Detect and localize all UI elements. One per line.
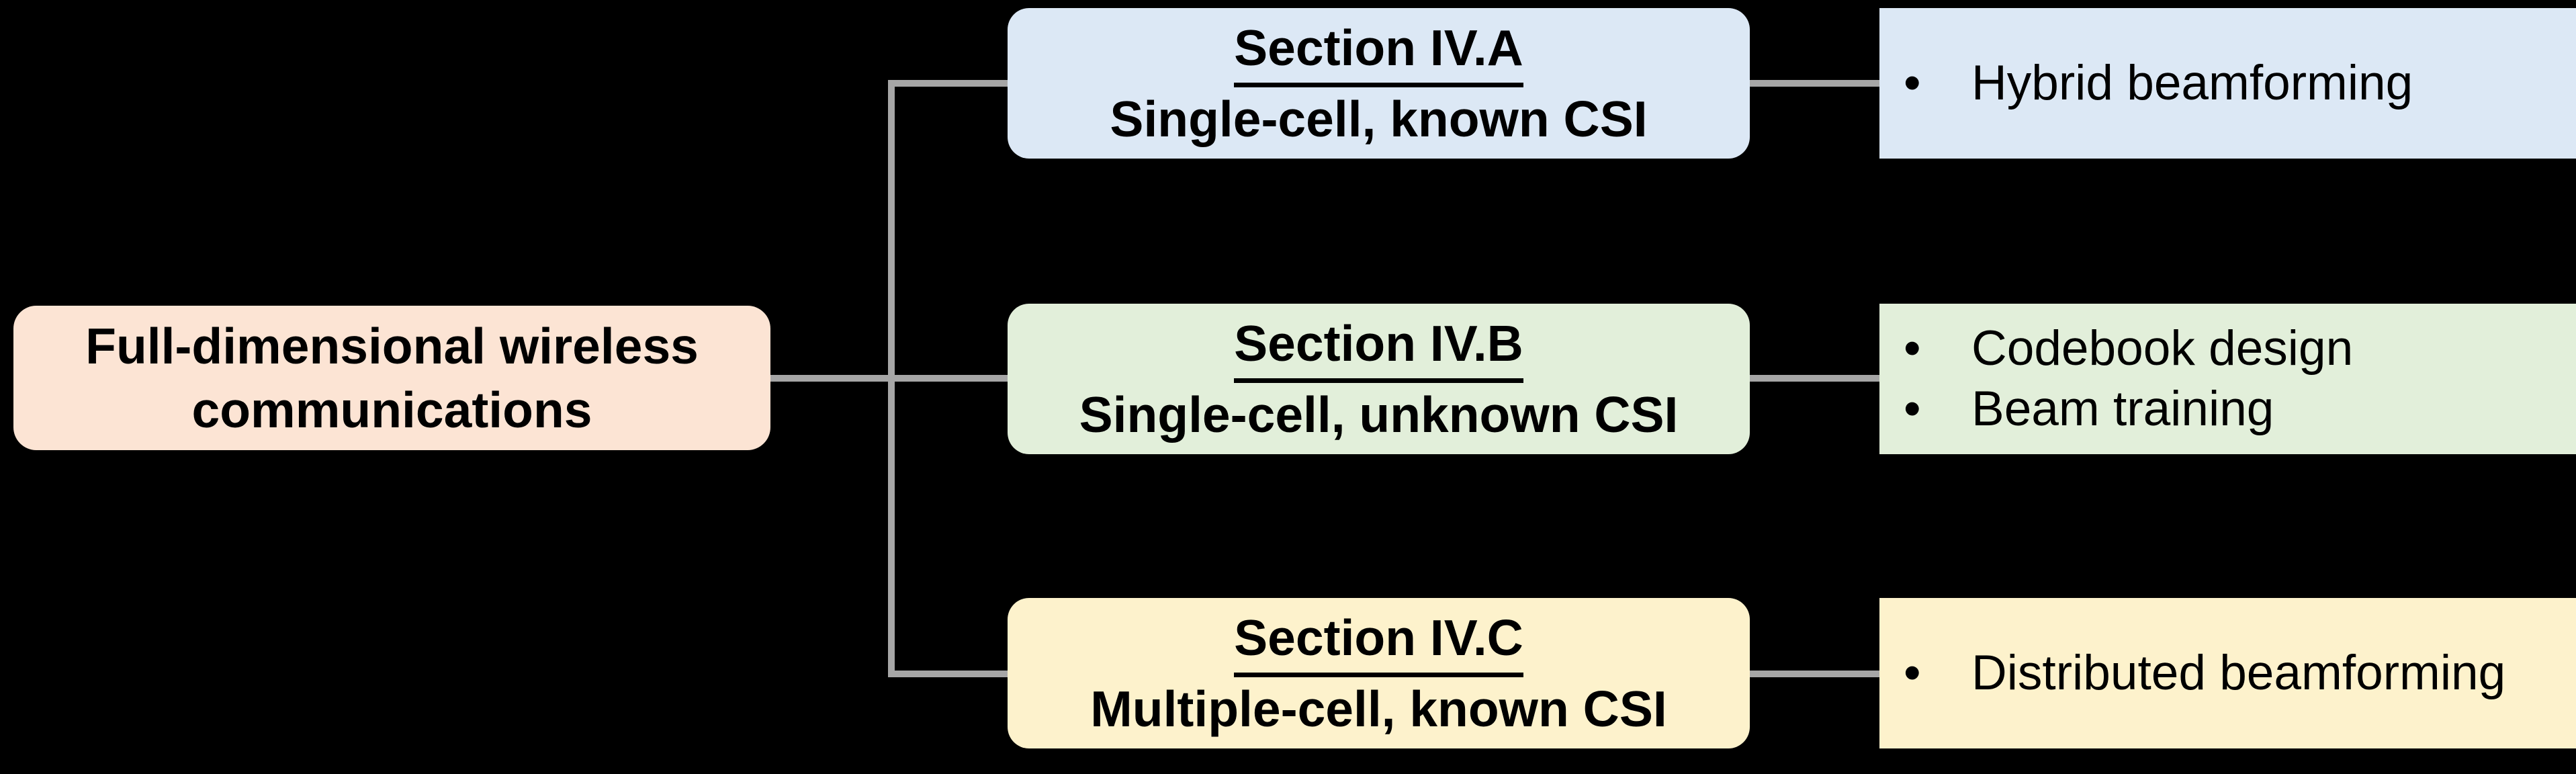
root-label-line-2: communications bbox=[191, 381, 592, 438]
list-item: • Distributed beamforming bbox=[1879, 643, 2576, 703]
connector-section-a-to-topics bbox=[1750, 80, 1879, 87]
list-item-label: Beam training bbox=[1971, 382, 2274, 436]
list-item: • Beam training bbox=[1879, 379, 2576, 439]
connector-section-b-to-topics bbox=[1750, 375, 1879, 382]
bullet-icon: • bbox=[1904, 382, 1921, 436]
connector-section-c-to-topics bbox=[1750, 671, 1879, 677]
root-node: Full-dimensional wireless communications bbox=[13, 306, 770, 450]
root-label-line-1: Full-dimensional wireless bbox=[85, 317, 699, 374]
list-item-label: Hybrid beamforming bbox=[1971, 56, 2413, 110]
section-c-title-text: Section IV.C bbox=[1234, 606, 1523, 677]
connector-branch-section-a bbox=[888, 80, 1008, 87]
bullet-icon: • bbox=[1904, 56, 1921, 110]
section-b-title-text: Section IV.B bbox=[1234, 312, 1523, 383]
section-node-iv-a: Section IV.A Single-cell, known CSI bbox=[1008, 8, 1750, 159]
topics-node-iv-c: • Distributed beamforming bbox=[1879, 598, 2576, 748]
connector-trunk-vertical bbox=[888, 80, 895, 677]
section-b-subtitle: Single-cell, unknown CSI bbox=[1079, 386, 1679, 443]
section-b-title: Section IV.B bbox=[1234, 312, 1523, 383]
bullet-icon: • bbox=[1904, 646, 1921, 700]
section-node-iv-b: Section IV.B Single-cell, unknown CSI bbox=[1008, 304, 1750, 454]
section-a-title-text: Section IV.A bbox=[1234, 16, 1523, 87]
connector-branch-section-c bbox=[888, 671, 1008, 677]
section-node-iv-c: Section IV.C Multiple-cell, known CSI bbox=[1008, 598, 1750, 748]
section-c-subtitle: Multiple-cell, known CSI bbox=[1090, 680, 1667, 737]
list-item: • Hybrid beamforming bbox=[1879, 53, 2576, 114]
bullet-icon: • bbox=[1904, 321, 1921, 376]
section-a-subtitle: Single-cell, known CSI bbox=[1110, 90, 1648, 147]
section-c-title: Section IV.C bbox=[1234, 606, 1523, 677]
list-item-label: Distributed beamforming bbox=[1971, 646, 2506, 700]
section-a-title: Section IV.A bbox=[1234, 16, 1523, 87]
topics-node-iv-a: • Hybrid beamforming bbox=[1879, 8, 2576, 159]
list-item: • Codebook design bbox=[1879, 318, 2576, 379]
list-item-label: Codebook design bbox=[1971, 321, 2354, 376]
topics-node-iv-b: • Codebook design • Beam training bbox=[1879, 304, 2576, 454]
